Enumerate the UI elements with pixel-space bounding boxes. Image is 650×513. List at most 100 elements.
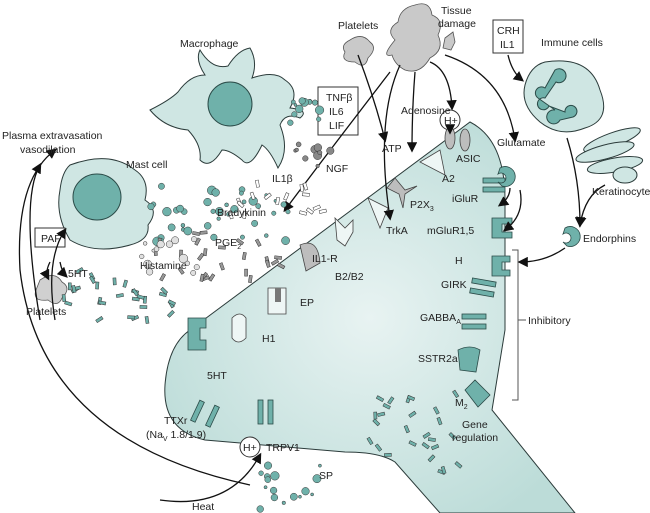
mediator-particle — [270, 471, 280, 481]
mediator-particle — [230, 205, 239, 214]
mediator-particle — [256, 505, 264, 513]
label-vasodilation: vasodilation — [20, 144, 76, 156]
label-platelets-left: Platelets — [26, 306, 66, 318]
mediator-particle — [177, 266, 185, 275]
mediator-particle — [162, 207, 172, 217]
mediator-particle — [436, 416, 443, 426]
mediator-particle — [408, 410, 417, 418]
label-il6: IL6 — [329, 106, 344, 118]
mediator-particle — [89, 275, 96, 284]
mediator-particle — [287, 119, 294, 126]
mediator-particle — [281, 236, 290, 245]
mediator-particle — [115, 293, 124, 298]
mediator-particle — [241, 252, 247, 260]
label-asic: ASIC — [456, 153, 481, 165]
label-mglur: mGluR1,5 — [427, 225, 474, 237]
mediator-particle — [454, 461, 463, 469]
mediator-particle — [295, 104, 304, 114]
mediator-particle — [313, 143, 322, 152]
inhibitory-bracket — [512, 249, 526, 401]
label-nav: (NaV 1.8/1.9) — [146, 429, 206, 443]
immune-cell — [523, 60, 605, 133]
mediator-particle — [408, 440, 417, 447]
mediator-particle — [264, 476, 272, 483]
mediator-particle — [64, 300, 73, 307]
label-gene: Gene — [462, 419, 488, 431]
mediator-particle — [158, 291, 168, 298]
mediator-particle — [301, 487, 310, 496]
label-ngf: NGF — [326, 163, 348, 175]
mediator-particle — [210, 208, 216, 214]
mediator-particle — [373, 411, 378, 420]
mediator-particle — [374, 443, 383, 452]
mediator-particle — [98, 300, 107, 306]
mediator-particle — [131, 288, 139, 297]
h-plus-bottom-circle — [239, 436, 261, 458]
mediator-particle — [281, 500, 286, 505]
mediator-particle — [264, 259, 271, 268]
mediator-particle — [301, 192, 310, 197]
mediator-particle — [302, 182, 309, 191]
mediator-particle — [302, 155, 309, 162]
mediator-particle — [159, 273, 166, 282]
mediator-particle — [294, 147, 299, 152]
mediator-particle — [249, 191, 256, 200]
mediator-particle — [112, 277, 117, 286]
mediator-particle — [298, 494, 302, 499]
label-plasma-extravasation: Plasma extravasation — [2, 130, 103, 142]
mediator-particle — [270, 493, 279, 502]
mediator-particle — [298, 97, 306, 105]
mediator-particle — [422, 431, 431, 439]
label-m2: M2 — [455, 397, 468, 411]
mediator-particle — [377, 411, 386, 417]
mediator-particle — [192, 231, 201, 236]
label-heat: Heat — [192, 501, 214, 513]
label-damage: damage — [438, 18, 476, 30]
label-histamine: Histamine — [140, 260, 187, 272]
mediator-particle — [219, 262, 225, 271]
mediator-particle — [190, 270, 197, 276]
mediator-particle — [289, 492, 298, 501]
mediator-particle — [452, 389, 460, 398]
label-keratinocytes: Keratinocytes — [592, 186, 650, 198]
label-ep: EP — [300, 297, 314, 309]
mediator-particle — [193, 264, 200, 271]
label-il1b: IL1β — [272, 173, 293, 185]
mediator-particle — [312, 99, 318, 106]
mediator-particle — [61, 294, 67, 302]
tissue-damage-icon — [386, 3, 441, 72]
label-5ht-neuron: 5HT — [207, 370, 227, 382]
mediator-particle — [318, 463, 322, 468]
mediator-particle — [271, 210, 277, 216]
mediator-particle — [224, 202, 229, 208]
crh-il1-box — [492, 19, 524, 54]
label-sp: SP — [319, 470, 333, 482]
mediator-particle — [167, 299, 177, 306]
arrows — [18, 54, 606, 503]
label-immune-cells: Immune cells — [541, 37, 603, 49]
label-trka: TrkA — [386, 225, 408, 237]
mediator-particle — [145, 268, 154, 276]
mediator-particle — [143, 259, 152, 269]
mediator-particle — [285, 209, 291, 215]
label-paf: PAF — [41, 233, 61, 245]
mediator-particle — [136, 294, 145, 300]
mediator-particle — [299, 183, 305, 192]
mediator-particle — [236, 200, 245, 209]
label-5ht-left: 5HT — [68, 268, 88, 280]
mediator-particle — [204, 222, 212, 230]
label-endorphins: Endorphins — [583, 233, 636, 245]
nociceptor-terminal — [164, 121, 576, 513]
mediator-particle — [180, 223, 186, 228]
label-h-plus-top: H+ — [444, 115, 458, 127]
label-il1r: IL1-R — [312, 253, 338, 265]
mediator-particle — [427, 437, 436, 442]
mediator-particle — [248, 275, 253, 283]
label-platelets-top: Platelets — [338, 20, 378, 32]
mediator-particle — [203, 248, 208, 257]
label-h-plus-bottom: H+ — [243, 442, 257, 454]
mediator-particle — [264, 233, 269, 238]
mediator-particle — [127, 315, 135, 320]
